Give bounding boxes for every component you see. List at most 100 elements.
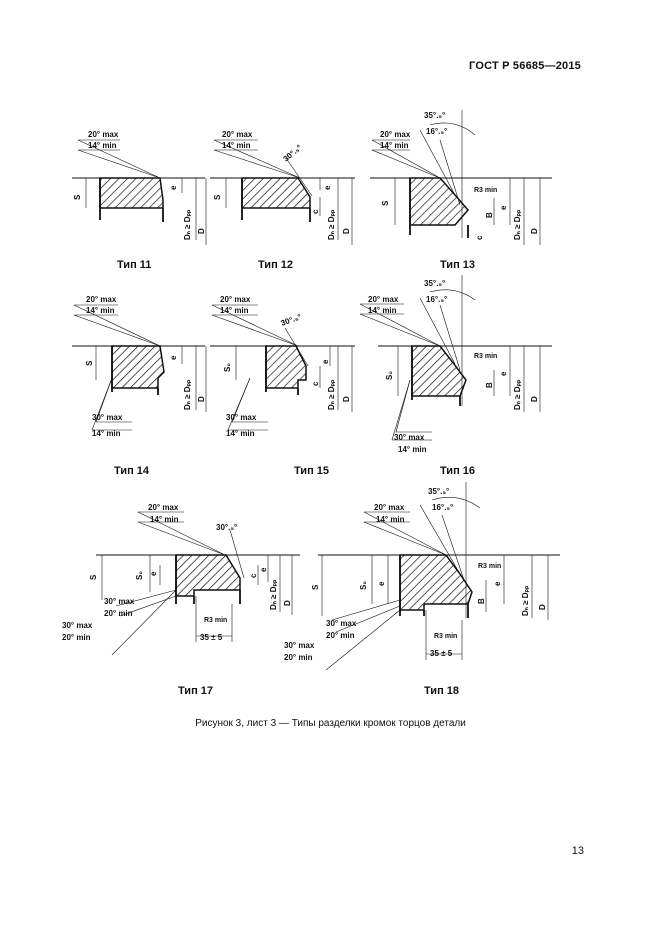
type-13-drawing: 20° max 14° min 35°.₅° 16°.₅° R3 min S e… [370,110,552,271]
type-11-d-label: D [197,228,206,234]
type-16-inner-max: 30° max [394,433,425,442]
type-13-c-label: c [475,235,484,240]
type-13-bevel-outer: 35°.₅° [424,111,445,120]
type-14-d-label: D [197,396,206,402]
type-16-label: Тип 16 [440,465,475,477]
type-18-outer-min: 20° min [284,653,313,662]
type-17-s0-label: S₀ [135,571,144,580]
type-12-label: Тип 12 [258,259,293,271]
type-15-d-label: D [342,396,351,402]
type-17-c-label: c [249,573,258,578]
type-16-angle-min: 14° min [368,306,397,315]
type-12-s-label: S [213,194,222,200]
type-18-b-label: B [477,598,486,604]
type-11-label: Тип 11 [117,259,151,271]
type-14-inner-min: 14° min [92,429,121,438]
type-11-dn-label: Dₙ ≥ Dₚₚ [183,209,192,240]
type-18-outer-max: 30° max [284,641,315,650]
type-16-s0-label: S₀ [385,371,394,380]
type-16-dn-label: Dₙ ≥ Dₚₚ [513,379,522,410]
type-16-bevel-outer: 35°.₅° [424,279,445,288]
type-15-label: Тип 15 [294,465,329,477]
type-13-dn-label: Dₙ ≥ Dₚₚ [513,209,522,240]
type-15-bevel: 30°.₅° [280,312,303,328]
type-18-e-label-left: e [377,581,386,586]
type-11-drawing: 20° max 14° min S e Dₙ ≥ Dₚₚ D Тип 11 [72,130,207,271]
type-12-e-label: e [323,185,332,190]
type-17-radius: R3 min [204,617,227,624]
type-17-angle-max: 20° max [148,503,179,512]
type-18-radius-2: R3 min [434,633,457,640]
type-13-bevel-inner: 16°.₅° [426,127,447,136]
type-15-e-label: e [321,359,330,364]
type-12-c-label: c [311,209,320,214]
type-17-length: 35 ± 5 [200,633,223,642]
type-13-label: Тип 13 [440,259,475,271]
type-16-angle-max: 20° max [368,295,399,304]
type-14-label: Тип 14 [114,465,150,477]
type-16-b-label: B [485,382,494,388]
type-11-s-label: S [73,194,82,200]
type-17-angle-min: 14° min [150,515,179,524]
page-number: 13 [571,845,584,857]
type-17-e-label-left: e [149,571,158,576]
type-16-drawing: 20° max 14° min 35°.₅° 16°.₅° R3 min 30°… [359,275,552,477]
type-18-bevel-inner: 16°.₅° [432,503,453,512]
type-13-angle-min: 14° min [380,141,409,150]
type-15-inner-min: 14° min [226,429,255,438]
type-13-b-label: B [485,212,494,218]
type-16-inner-min: 14° min [398,445,427,454]
type-17-d-label: D [283,600,292,606]
type-15-dn-label: Dₙ ≥ Dₚₚ [327,379,336,410]
type-17-dn-label: Dₙ ≥ Dₚₚ [269,579,278,610]
type-11-angle-min: 14° min [88,141,117,150]
type-12-dn-label: Dₙ ≥ Dₚₚ [327,209,336,240]
type-18-drawing: 20° max 14° min 35°.₅° 16°.₅° R3 min 30°… [284,482,560,697]
type-17-inner-max: 30° max [104,597,135,606]
type-18-inner-max: 30° max [326,619,357,628]
type-18-length: 35 ± 5 [430,649,453,658]
type-17-label: Тип 17 [178,685,213,697]
type-15-angle-max: 20° max [220,295,251,304]
type-17-inner-min: 20° min [104,609,133,618]
type-13-angle-max: 20° max [380,130,411,139]
type-17-outer-min: 20° min [62,633,91,642]
type-12-d-label: D [342,228,351,234]
type-14-inner-max: 30° max [92,413,123,422]
type-18-angle-min: 14° min [376,515,405,524]
type-18-inner-min: 20° min [326,631,355,640]
type-14-e-label: e [169,355,178,360]
type-14-dn-label: Dₙ ≥ Dₚₚ [183,379,192,410]
type-15-angle-min: 14° min [220,306,249,315]
type-12-drawing: 20° max 14° min 30°.₅° S e c Dₙ ≥ Dₚₚ D … [210,130,355,271]
figure-caption: Рисунок 3, лист 3 — Типы разделки кромок… [195,718,466,729]
type-14-angle-max: 20° max [86,295,117,304]
type-18-e-label: e [493,581,502,586]
type-18-s-label: S [311,584,320,590]
type-12-angle-max: 20° max [222,130,253,139]
type-14-drawing: 20° max 14° min 30° max 14° min S e Dₙ ≥… [72,295,207,477]
type-15-s0-label: S₀ [223,363,232,372]
type-13-radius: R3 min [474,187,497,194]
type-17-drawing: 20° max 14° min 30°.₅° 30° max 20° min 3… [62,503,300,697]
type-15-c-label: c [311,381,320,386]
type-17-e-label: e [259,567,268,572]
type-16-e-label: e [499,371,508,376]
type-18-dn-label: Dₙ ≥ Dₚₚ [521,585,530,616]
type-12-bevel: 30°.₅° [282,143,304,164]
type-13-e-label: e [499,205,508,210]
type-11-e-label: e [169,185,178,190]
type-17-outer-max: 30° max [62,621,93,630]
type-18-s0-label: S₀ [359,581,368,590]
type-14-s-label: S [85,360,94,366]
type-17-s-label: S [89,574,98,580]
type-16-d-label: D [530,396,539,402]
type-17-bevel: 30°.₅° [216,523,237,532]
type-14-angle-min: 14° min [86,306,115,315]
type-18-radius: R3 min [478,563,501,570]
type-13-s-label: S [381,200,390,206]
type-18-angle-max: 20° max [374,503,405,512]
type-11-angle-max: 20° max [88,130,119,139]
type-18-label: Тип 18 [424,685,459,697]
